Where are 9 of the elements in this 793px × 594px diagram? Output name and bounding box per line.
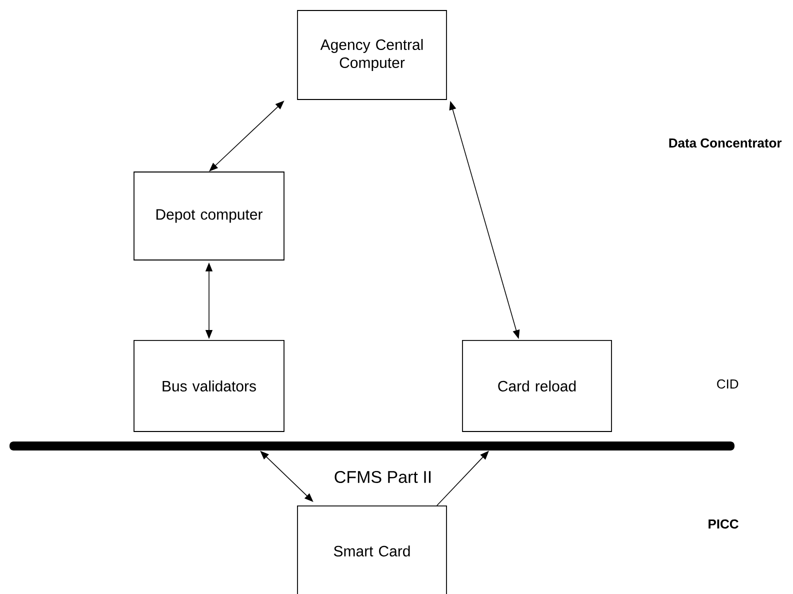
process-box: Smart Card — [297, 506, 447, 594]
process-box: Depot computer — [134, 172, 284, 260]
process-box: Card reload — [462, 340, 612, 432]
process-box: Agency Central Computer — [297, 10, 447, 100]
layer-label: CID — [717, 379, 738, 389]
layer-label: Data Concentrator — [669, 138, 782, 148]
bus-label: CFMS Part II — [334, 470, 431, 483]
process-box: Bus validators — [134, 340, 284, 432]
layer-label: PICC — [708, 519, 738, 529]
